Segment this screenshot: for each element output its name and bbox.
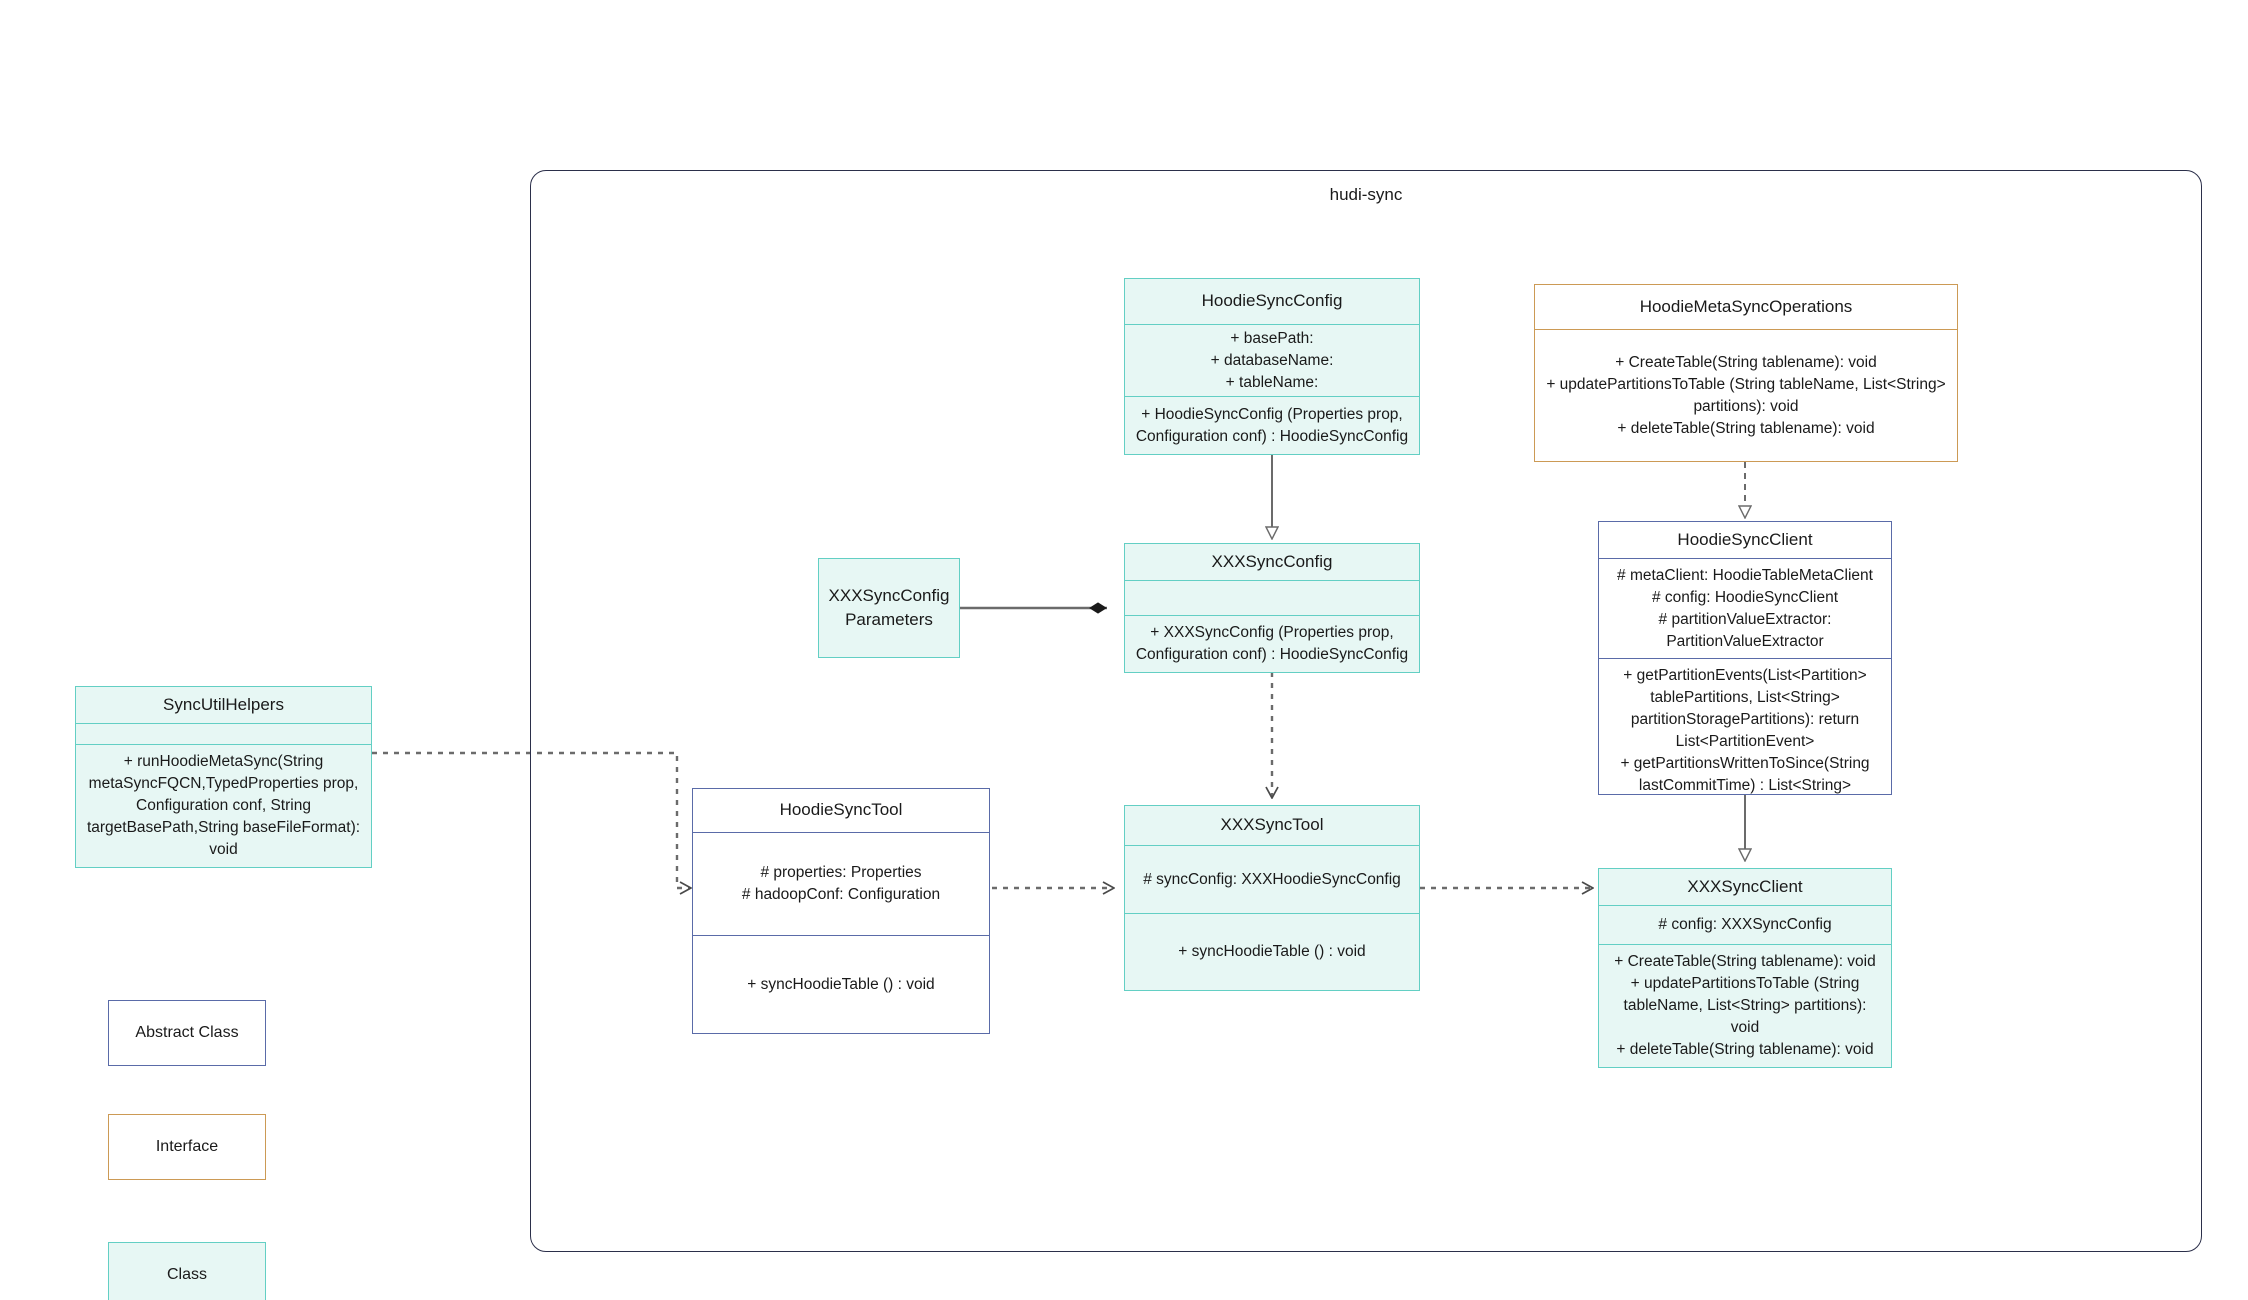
package-hudi-sync: hudi-sync <box>530 170 2202 1252</box>
legend-class-label: Class <box>166 1266 207 1283</box>
legend-abstract-class-label: Abstract Class <box>135 1024 239 1041</box>
abstract-class-node-hoodie-sync-client[interactable]: HoodieSyncClient # metaClient: HoodieTab… <box>1598 521 1892 795</box>
class-operations-hoodie-sync-tool: + syncHoodieTable () : void <box>693 935 989 1033</box>
class-attributes-xxx-sync-config <box>1125 580 1419 615</box>
class-operations-xxx-sync-tool: + syncHoodieTable () : void <box>1125 913 1419 990</box>
class-attributes-sync-util-helpers <box>76 723 371 744</box>
abstract-class-node-hoodie-sync-tool[interactable]: HoodieSyncTool # properties: Properties … <box>692 788 990 1034</box>
class-node-sync-util-helpers[interactable]: SyncUtilHelpers + runHoodieMetaSync(Stri… <box>75 686 372 868</box>
class-operations-xxx-sync-config: + XXXSyncConfig (Properties prop, Config… <box>1125 615 1419 672</box>
class-name-sync-util-helpers: SyncUtilHelpers <box>163 695 284 714</box>
interface-node-hoodie-meta-sync-operations[interactable]: HoodieMetaSyncOperations + CreateTable(S… <box>1534 284 1958 462</box>
legend-interface-label: Interface <box>155 1138 219 1155</box>
class-attributes-xxx-sync-client: # config: XXXSyncConfig <box>1599 905 1891 944</box>
class-operations-hoodie-sync-client: + getPartitionEvents(List<Partition> tab… <box>1599 658 1891 803</box>
class-node-xxx-sync-config[interactable]: XXXSyncConfig + XXXSyncConfig (Propertie… <box>1124 543 1420 673</box>
class-operations-hoodie-sync-config: + HoodieSyncConfig (Properties prop, Con… <box>1125 396 1419 454</box>
class-name-hoodie-sync-tool: HoodieSyncTool <box>779 800 903 820</box>
interface-operations-hoodie-meta-sync-operations: + CreateTable(String tablename): void + … <box>1535 329 1957 461</box>
class-name-xxx-sync-client: XXXSyncClient <box>1687 877 1803 896</box>
class-node-xxx-sync-tool[interactable]: XXXSyncTool # syncConfig: XXXHoodieSyncC… <box>1124 805 1420 991</box>
interface-name-hoodie-meta-sync-operations: HoodieMetaSyncOperations <box>1639 296 1853 316</box>
class-attributes-hoodie-sync-client: # metaClient: HoodieTableMetaClient # co… <box>1599 558 1891 658</box>
class-node-xxx-sync-client[interactable]: XXXSyncClient # config: XXXSyncConfig + … <box>1598 868 1892 1068</box>
legend-class: Class <box>108 1242 266 1300</box>
class-attributes-xxx-sync-tool: # syncConfig: XXXHoodieSyncConfig <box>1125 845 1419 913</box>
class-operations-sync-util-helpers: + runHoodieMetaSync(String metaSyncFQCN,… <box>76 744 371 867</box>
class-operations-xxx-sync-client: + CreateTable(String tablename): void + … <box>1599 944 1891 1067</box>
legend-abstract-class: Abstract Class <box>108 1000 266 1066</box>
class-name-xxx-sync-tool: XXXSyncTool <box>1220 815 1324 835</box>
class-attributes-hoodie-sync-config: + basePath: + databaseName: + tableName: <box>1125 324 1419 396</box>
class-name-hoodie-sync-client: HoodieSyncClient <box>1677 530 1813 549</box>
class-attributes-hoodie-sync-tool: # properties: Properties # hadoopConf: C… <box>693 832 989 935</box>
legend-interface: Interface <box>108 1114 266 1180</box>
class-name-xxx-sync-config: XXXSyncConfig <box>1211 552 1333 571</box>
class-name-xxx-sync-config-parameters: XXXSyncConfigParameters <box>828 585 950 629</box>
class-node-hoodie-sync-config[interactable]: HoodieSyncConfig + basePath: + databaseN… <box>1124 278 1420 455</box>
class-name-hoodie-sync-config: HoodieSyncConfig <box>1201 291 1343 311</box>
package-title: hudi-sync <box>1329 185 1403 204</box>
class-node-xxx-sync-config-parameters[interactable]: XXXSyncConfigParameters <box>818 558 960 658</box>
